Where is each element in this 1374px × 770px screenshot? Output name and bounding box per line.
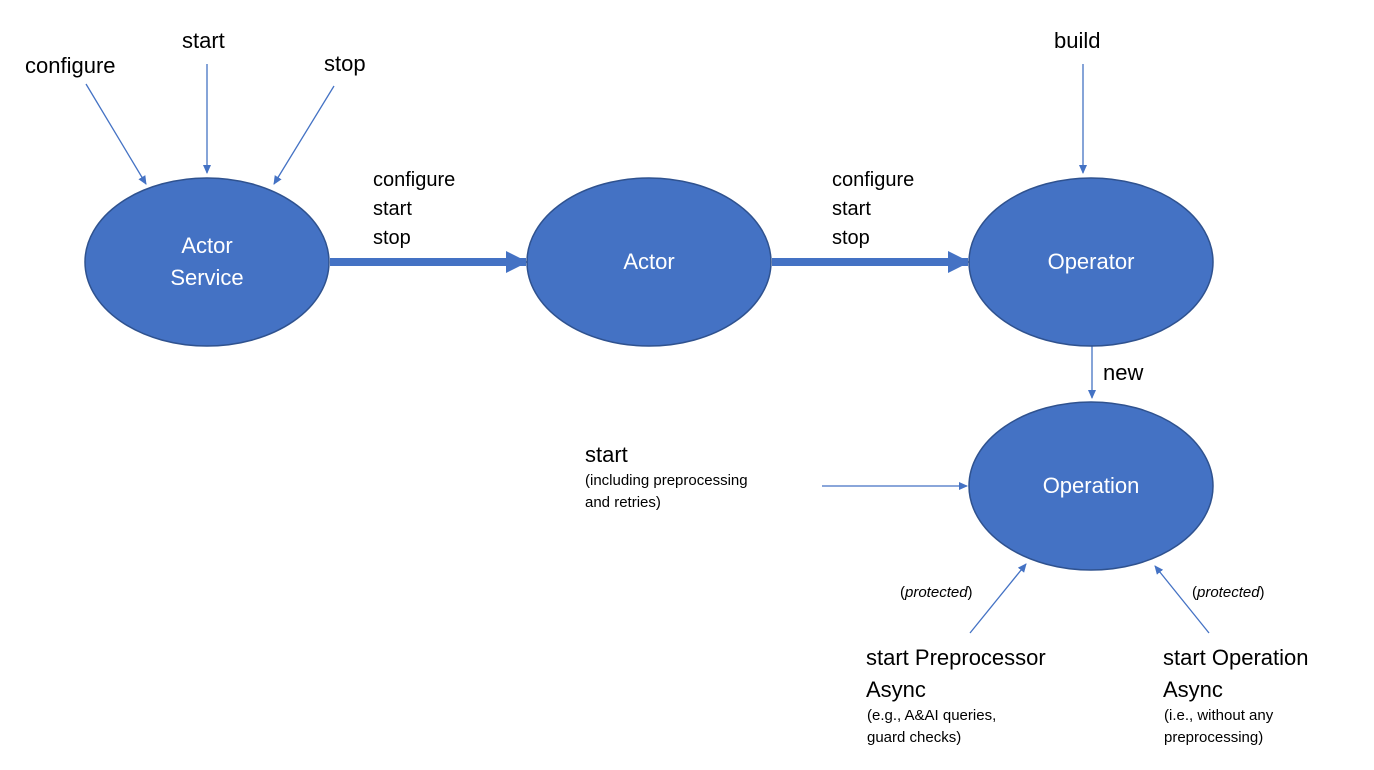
paren-open: ( (1192, 584, 1197, 601)
label-stop-input: stop (324, 51, 366, 76)
label-build-input: build (1054, 28, 1101, 53)
protected-word: protected (905, 584, 968, 601)
node-operation-label: Operation (1042, 473, 1140, 498)
node-operation (968, 401, 1214, 571)
label-preprocessor-note: (e.g., A&AI queries, guard checks) (867, 705, 996, 749)
node-actor-service (84, 177, 330, 347)
edge-label-actor-to-operator-configure: configure (832, 169, 915, 191)
protected-word: protected (1197, 584, 1260, 601)
node-actor (526, 177, 772, 347)
node-actor-service-label: Actor Service (107, 230, 307, 294)
label-operation-async-title-line2: Async (1163, 677, 1223, 702)
edge-label-service-to-actor-start: start (373, 198, 412, 220)
label-operation-start-note: (including preprocessing and retries) (585, 470, 748, 514)
label-preprocessor-title-line2: Async (866, 677, 926, 702)
label-operation-start: start (585, 442, 628, 467)
paren-close: ) (1259, 584, 1265, 601)
label-operation-async-note-line2: preprocessing) (1164, 729, 1264, 746)
label-operation-start-note-line2: and retries) (585, 494, 661, 511)
node-operator-label: Operator (1047, 249, 1135, 274)
arrow-stop-to-actor-service (273, 85, 335, 185)
edge-label-service-to-actor-configure: configure (373, 169, 456, 191)
node-actor-service-label-line2: Service (170, 265, 244, 290)
node-actor-service-label-line1: Actor (181, 233, 233, 258)
node-actor-label: Actor (623, 249, 675, 274)
edge-label-actor-to-operator-stop: stop (832, 227, 870, 249)
label-operation-start-note-line1: (including preprocessing (585, 472, 748, 489)
arrow-operation-async-to-operation (1154, 565, 1210, 634)
label-operation-async-note-line1: (i.e., without any (1164, 707, 1274, 724)
label-preprocessor-note-line1: (e.g., A&AI queries, (867, 707, 997, 724)
arrow-configure-to-actor-service (85, 83, 147, 185)
label-operation-async-note: (i.e., without any preprocessing) (1164, 705, 1273, 749)
label-configure-input: configure (25, 53, 116, 78)
label-start-input: start (182, 28, 225, 53)
node-operator (968, 177, 1214, 347)
arrow-preprocessor-to-operation (969, 563, 1027, 634)
label-preprocessor-protected: (protected) (900, 582, 973, 604)
paren-close: ) (967, 584, 973, 601)
label-preprocessor-title-line1: start Preprocessor (866, 645, 1046, 670)
edge-label-service-to-actor-stop: stop (373, 227, 411, 249)
label-operation-async-protected: (protected) (1192, 582, 1265, 604)
label-preprocessor-note-line2: guard checks) (867, 729, 962, 746)
paren-open: ( (900, 584, 905, 601)
label-operation-async-title: start Operation Async (1163, 642, 1309, 706)
label-preprocessor-title: start Preprocessor Async (866, 642, 1046, 706)
edge-label-new: new (1103, 360, 1144, 385)
label-operation-async-title-line1: start Operation (1163, 645, 1309, 670)
edge-label-service-to-actor: configure start stop (373, 166, 455, 253)
edge-label-actor-to-operator-start: start (832, 198, 871, 220)
edge-label-actor-to-operator: configure start stop (832, 166, 914, 253)
